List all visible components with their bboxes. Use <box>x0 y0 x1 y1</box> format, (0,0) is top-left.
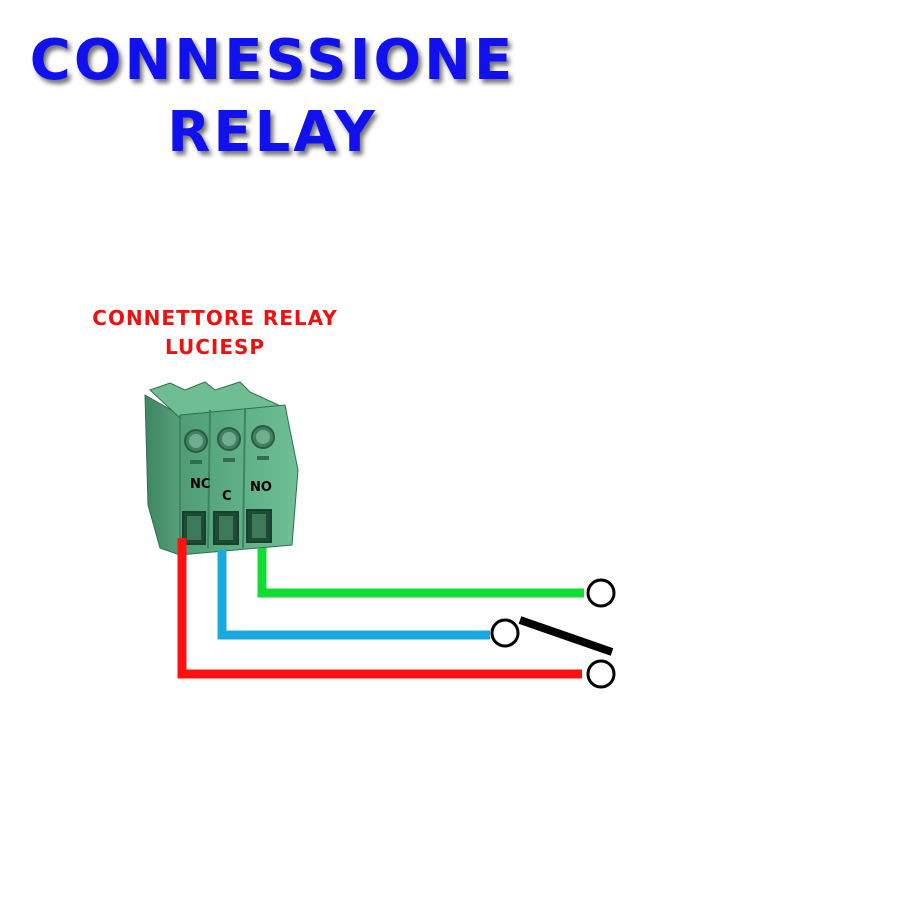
title-line-1: CONNESSIONE <box>29 28 516 93</box>
connector-label-line-2: LUCIESP <box>164 335 266 359</box>
screw-c <box>217 427 241 451</box>
screw-no <box>251 425 275 449</box>
contact-no-terminal <box>586 578 616 608</box>
connector-side-face <box>144 394 181 556</box>
wire-nc <box>177 538 582 679</box>
screw-nc <box>184 429 208 453</box>
connector-rib <box>207 409 211 549</box>
connector-rib <box>242 407 246 549</box>
wire-hole-inner <box>252 514 266 538</box>
relay-connector-block: NC C NO <box>144 381 299 556</box>
connector-label-line-1: CONNETTORE RELAY <box>92 306 338 330</box>
wire-no <box>257 548 584 598</box>
contact-common-terminal <box>490 618 520 648</box>
wire-c <box>217 550 490 640</box>
contact-nc-terminal <box>586 659 616 689</box>
wire-hole-inner <box>219 516 233 540</box>
terminal-label-c: C <box>222 489 232 504</box>
terminal-label-nc: NC <box>190 477 210 492</box>
terminal-label-no: NO <box>250 480 272 495</box>
slot-mark <box>257 456 269 460</box>
switch-lever <box>518 616 614 656</box>
title-line-2: RELAY <box>167 100 378 165</box>
slot-mark <box>190 460 202 464</box>
slot-mark <box>223 458 235 462</box>
wire-hole-inner <box>187 516 201 540</box>
